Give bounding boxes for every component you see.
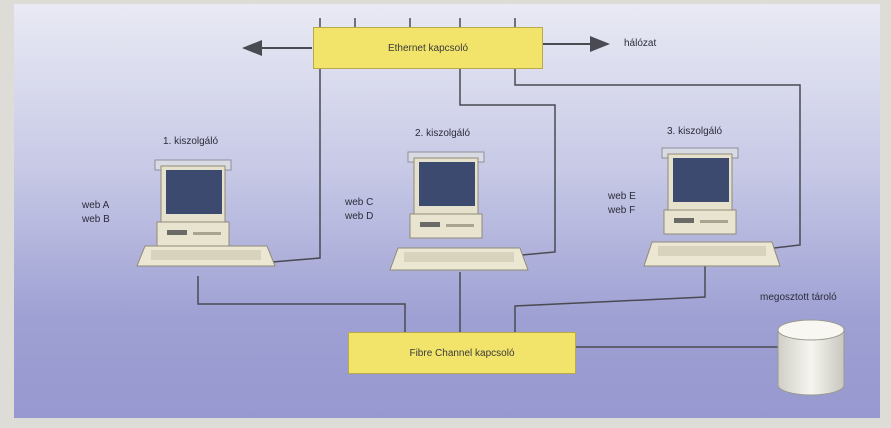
site-label: web B xyxy=(82,214,110,225)
server-computer-3 xyxy=(643,147,781,267)
ethernet-switch-label: Ethernet kapcsoló xyxy=(387,42,469,54)
shared-storage-icon xyxy=(777,319,845,396)
monitor-screen xyxy=(166,170,222,214)
storage-label: megosztott tároló xyxy=(760,292,837,303)
site-label: web A xyxy=(82,200,110,211)
site-label: web F xyxy=(608,205,636,216)
fibre-switch-label: Fibre Channel kapcsoló xyxy=(409,347,515,359)
server-computer-1 xyxy=(136,159,276,267)
fibre-cables xyxy=(197,265,778,348)
server-2-name: 2. kiszolgáló xyxy=(415,128,471,139)
monitor-screen xyxy=(673,158,729,202)
site-label: web E xyxy=(608,191,636,202)
site-label: web C xyxy=(345,197,374,208)
ethernet-switch-ports xyxy=(319,18,516,28)
fibre-channel-switch: Fibre Channel kapcsoló xyxy=(348,332,576,374)
server-1-sites: web A web B xyxy=(82,199,110,227)
monitor-screen xyxy=(419,162,475,206)
ethernet-cables xyxy=(271,68,801,263)
server-3-sites: web E web F xyxy=(608,190,636,218)
server-computer-2 xyxy=(389,151,529,271)
server-1-name: 1. kiszolgáló xyxy=(163,136,219,147)
server-2-sites: web C web D xyxy=(345,196,373,224)
ethernet-switch: Ethernet kapcsoló xyxy=(313,27,543,69)
site-label: web D xyxy=(345,211,374,222)
network-label: hálózat xyxy=(624,38,657,49)
server-3-name: 3. kiszolgáló xyxy=(667,126,723,137)
